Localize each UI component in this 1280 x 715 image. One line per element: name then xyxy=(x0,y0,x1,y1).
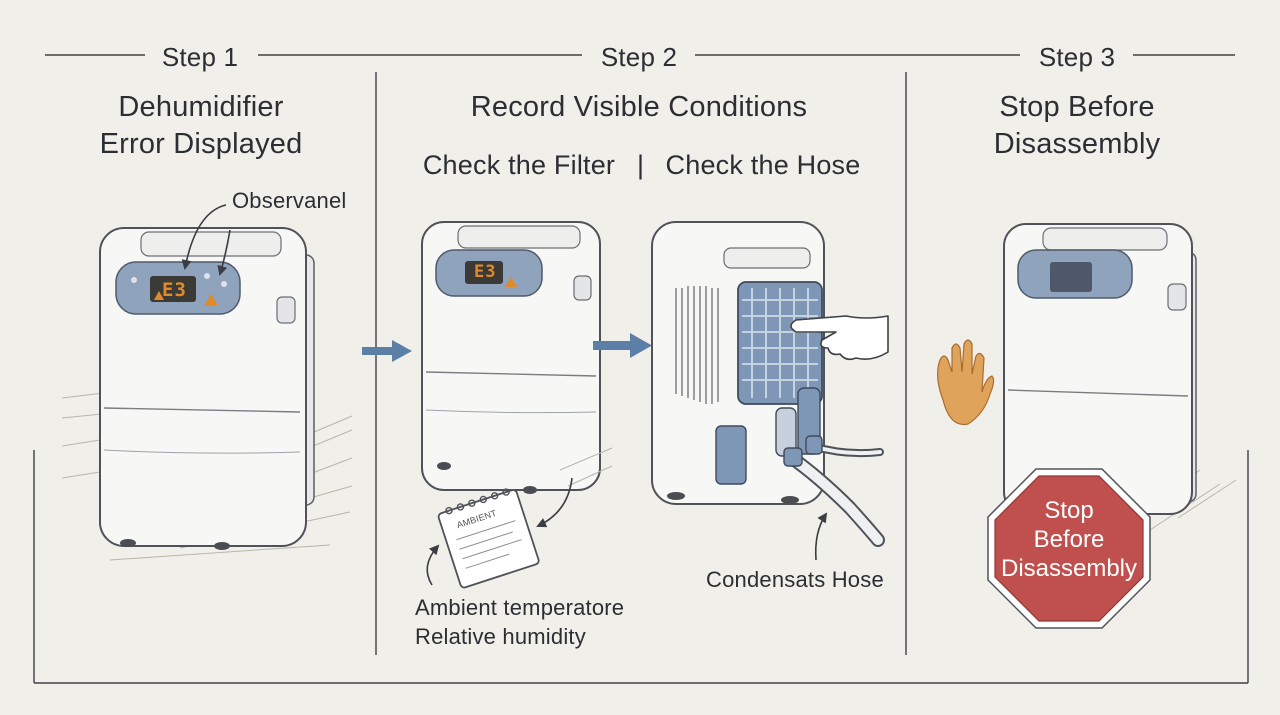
relative-humidity-note: Relative humidity xyxy=(415,624,586,649)
right-arrow-icon xyxy=(362,340,412,362)
step-1-title-line-2: Error Displayed xyxy=(99,128,303,160)
callout-arrows xyxy=(181,204,231,276)
warning-icon xyxy=(154,291,218,306)
stop-sign-text: Stop Before Disassembly xyxy=(1001,496,1137,583)
step-1-title: Dehumidifier Error Displayed xyxy=(100,89,303,163)
step-3-title-line-2: Disassembly xyxy=(993,128,1161,160)
condensate-hose-label: Condensats Hose xyxy=(706,567,884,592)
error-code-display-step1: E3 xyxy=(162,279,187,301)
step-1-label: Step 1 xyxy=(161,42,239,72)
pointing-hand-icon xyxy=(790,315,889,361)
stop-sign-line-3: Disassembly xyxy=(1000,555,1138,582)
step-3-title: Stop Before Disassembly xyxy=(994,89,1161,163)
step-1-title-line-1: Dehumidifier xyxy=(118,91,284,123)
observanel-callout: Observanel xyxy=(232,188,347,213)
stop-hand-icon xyxy=(937,339,995,426)
step-3-label: Step 3 xyxy=(1038,42,1116,72)
stop-sign-icon xyxy=(987,468,1151,629)
stop-sign-line-2: Before xyxy=(1033,526,1105,553)
check-filter-label: Check the Filter xyxy=(422,150,616,180)
step-2-label: Step 2 xyxy=(600,42,678,72)
subtitle-divider: | xyxy=(637,150,645,180)
dehumidifier-unit-step3 xyxy=(1003,223,1237,531)
check-hose-label: Check the Hose xyxy=(665,150,861,180)
step-2-title: Record Visible Conditions xyxy=(470,91,808,123)
ambient-temperature-note: Ambient temperatore xyxy=(415,595,625,620)
frame-lines xyxy=(33,54,1249,684)
condensate-hose xyxy=(783,435,885,547)
stop-sign-line-1: Stop xyxy=(1044,497,1094,524)
error-code-display-step2: E3 xyxy=(474,262,497,282)
notepad-icon xyxy=(437,488,540,589)
right-arrow-icon xyxy=(593,333,652,358)
air-filter xyxy=(737,281,823,405)
dehumidifier-unit-step1 xyxy=(99,227,315,550)
step-3-title-line-1: Stop Before xyxy=(999,91,1155,123)
conditions-notes: Ambient temperatore Relative humidity xyxy=(415,593,624,651)
curved-arrow-icon xyxy=(426,477,828,586)
dehumidifier-unit-step2 xyxy=(421,221,613,494)
